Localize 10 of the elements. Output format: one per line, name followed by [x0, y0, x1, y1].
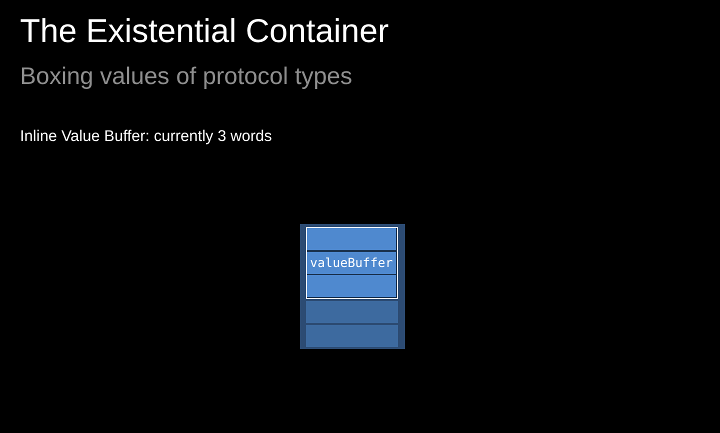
buffer-frame [306, 227, 398, 299]
slide-subtitle: Boxing values of protocol types [20, 63, 352, 91]
field-label: valueBuffer [310, 255, 393, 271]
memory-cell [306, 301, 398, 323]
container-box [300, 224, 405, 349]
note-text: Inline Value Buffer: currently 3 words [20, 128, 272, 146]
memory-cell [306, 325, 398, 347]
memory-cell [307, 228, 396, 250]
memory-cell [307, 275, 396, 297]
slide-title: The Existential Container [20, 12, 389, 50]
